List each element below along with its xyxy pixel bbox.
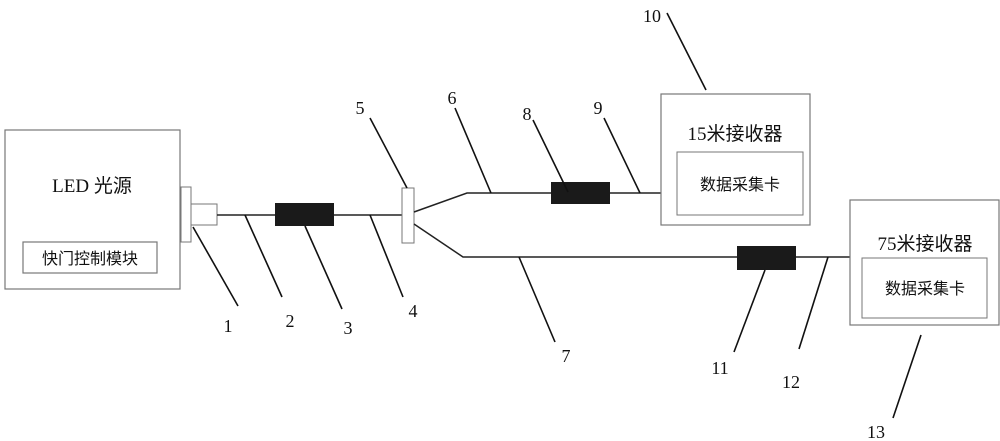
callout-8: 8 xyxy=(523,104,532,124)
callout-6: 6 xyxy=(448,88,457,108)
receiver-75-title: 75米接收器 xyxy=(877,233,972,255)
shutter-module-label: 快门控制模块 xyxy=(42,250,138,268)
callout-11: 11 xyxy=(711,358,728,378)
leader-9 xyxy=(604,118,640,193)
leader-13 xyxy=(893,335,921,418)
callout-2: 2 xyxy=(286,311,295,331)
leader-4 xyxy=(370,215,403,297)
receiver-75-card-label: 数据采集卡 xyxy=(885,280,965,298)
callout-1: 1 xyxy=(224,316,233,336)
fiber-6-9 xyxy=(414,193,661,212)
filter-3 xyxy=(275,203,334,226)
callout-4: 4 xyxy=(409,301,418,321)
led-source-title: LED 光源 xyxy=(52,175,132,197)
callout-5: 5 xyxy=(356,98,365,118)
coupler-1 xyxy=(191,204,217,225)
callout-13: 13 xyxy=(867,422,885,441)
leader-6 xyxy=(455,108,491,193)
leader-3 xyxy=(305,226,342,309)
callout-12: 12 xyxy=(782,372,800,392)
connector-tab xyxy=(181,187,191,242)
filter-11 xyxy=(737,246,796,270)
callout-9: 9 xyxy=(594,98,603,118)
callout-10: 10 xyxy=(643,6,661,26)
leader-7 xyxy=(519,257,555,342)
filter-8 xyxy=(551,182,610,204)
callout-3: 3 xyxy=(344,318,353,338)
leader-8 xyxy=(533,120,568,192)
leader-12 xyxy=(799,257,828,349)
leader-1 xyxy=(193,227,238,306)
splitter-5 xyxy=(402,188,414,243)
receiver-15-card-label: 数据采集卡 xyxy=(700,176,780,194)
callout-7: 7 xyxy=(562,346,571,366)
leader-10 xyxy=(667,13,706,90)
leader-5 xyxy=(370,118,407,188)
leader-2 xyxy=(245,215,282,297)
receiver-15-title: 15米接收器 xyxy=(687,123,782,145)
leader-11 xyxy=(734,270,765,352)
